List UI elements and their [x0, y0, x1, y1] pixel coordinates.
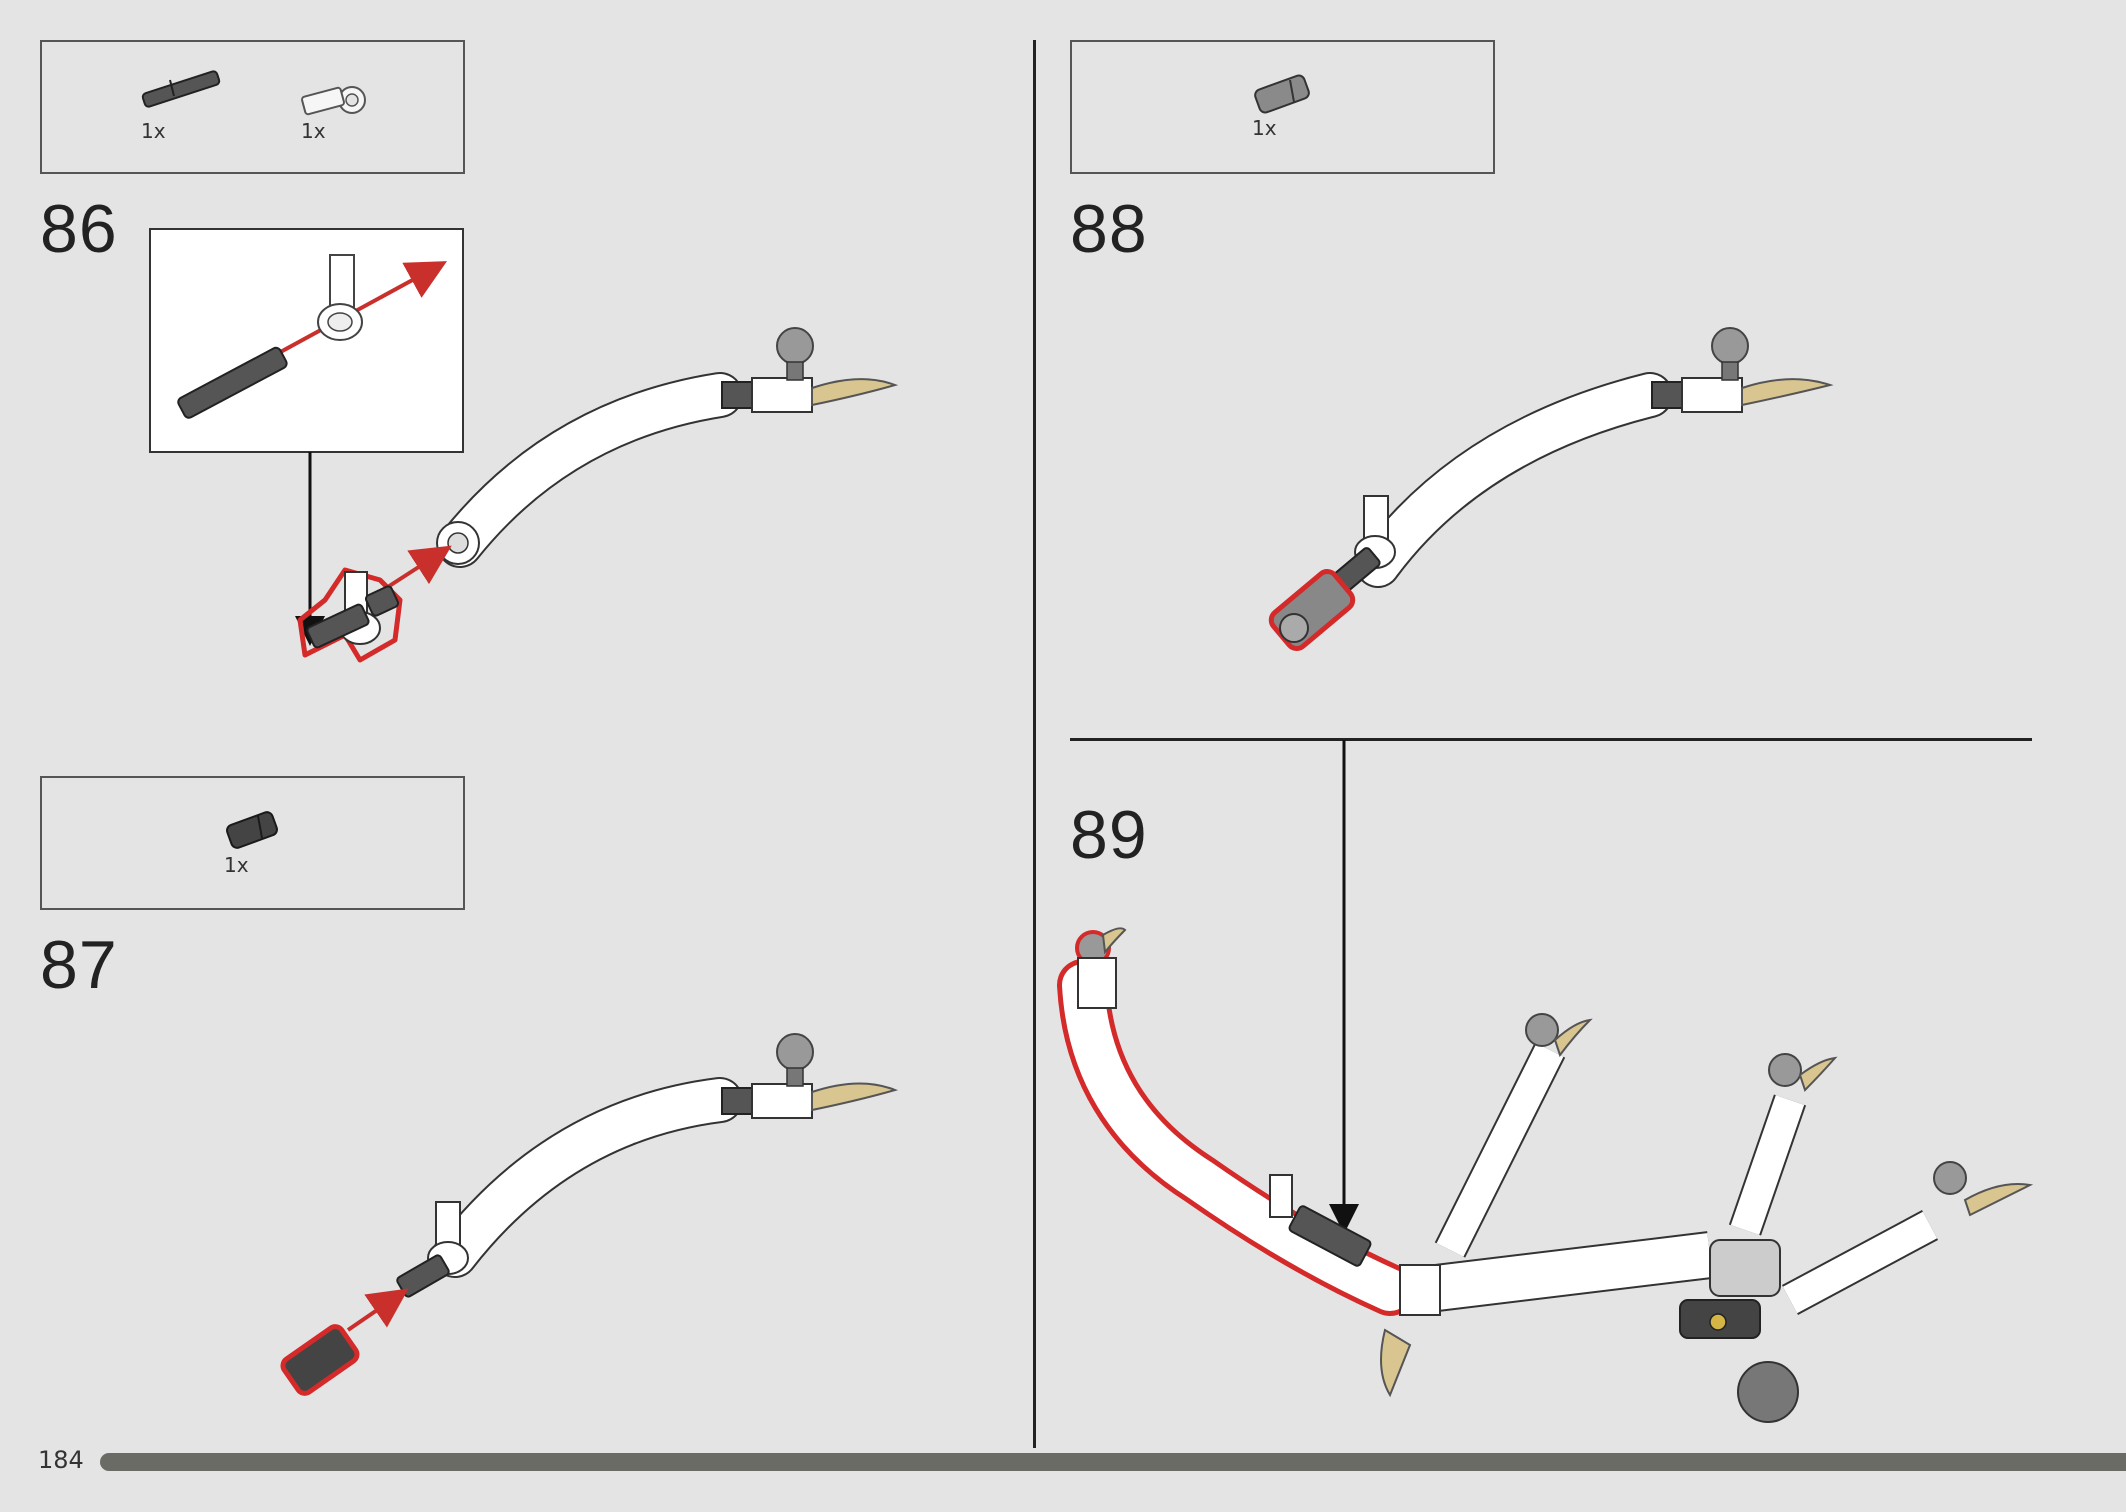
callout-assembly: [177, 254, 448, 419]
grey-ball-socket-icon: [1254, 74, 1310, 114]
part-qty: 1x: [301, 119, 326, 143]
step-number: 87: [40, 927, 118, 1003]
page-number: 184: [38, 1446, 84, 1474]
step-number: 86: [40, 191, 118, 267]
parts-box-step-86: [40, 40, 465, 174]
new-part-highlight: [280, 1324, 360, 1396]
part-qty: 1x: [224, 853, 249, 877]
insert-arrow: [346, 1288, 409, 1332]
progress-bar: [100, 1453, 2126, 1471]
step-divider: [1070, 738, 2032, 741]
black-axle-pin-icon: [141, 70, 221, 108]
new-parts-highlight: [297, 567, 403, 663]
flex-arm-assembly: [396, 1033, 899, 1298]
flex-arm-assembly: [1329, 327, 1834, 595]
part-qty: 1x: [1252, 116, 1277, 140]
added-arm-highlight: [1057, 927, 1416, 1316]
column-divider: [1033, 40, 1036, 1448]
insert-arrow: [378, 545, 452, 594]
new-part-highlight: [1268, 569, 1356, 651]
step-number: 89: [1070, 797, 1148, 873]
callout-box: [149, 228, 464, 453]
part-qty: 1x: [141, 119, 166, 143]
flex-arm-assembly: [436, 327, 899, 568]
black-ball-socket-icon: [226, 811, 278, 849]
step-number: 88: [1070, 191, 1148, 267]
claw-body-assembly: [1380, 1013, 2034, 1423]
white-axle-connector-icon: [301, 86, 366, 116]
